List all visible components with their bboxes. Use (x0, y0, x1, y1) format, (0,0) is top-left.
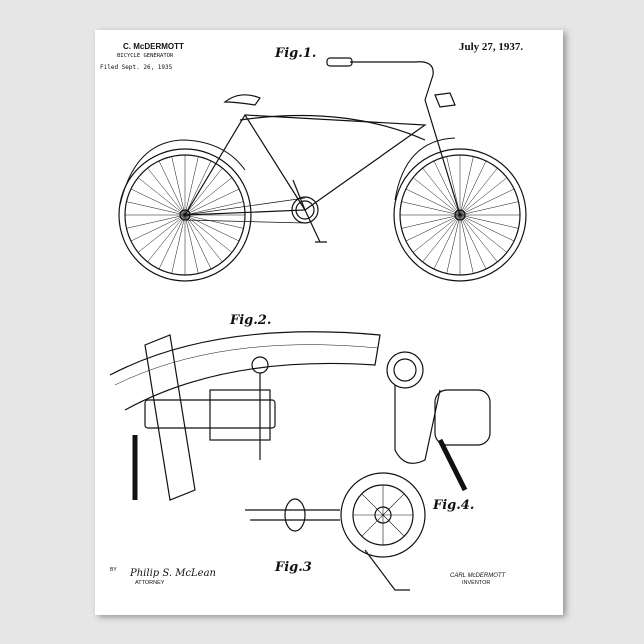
fig4-drawing (387, 352, 490, 490)
spoke (434, 215, 460, 269)
spoke (406, 215, 460, 241)
inventor-label: INVENTOR (462, 580, 490, 586)
fig2-drawing (110, 332, 380, 500)
spoke (185, 161, 211, 215)
spoke (460, 189, 514, 215)
bicycle-drawing (119, 58, 526, 281)
patent-drawings (95, 30, 563, 615)
spoke (131, 215, 185, 241)
fig3-drawing (245, 473, 425, 590)
inventor-signature: CARL McDERMOTT (450, 573, 505, 579)
by-label: BY (110, 567, 117, 573)
attorney-signature: Philip S. McLean (130, 568, 216, 579)
patent-poster: C. McDERMOTT BICYCLE GENERATOR Filed Sep… (95, 30, 563, 615)
spoke (460, 215, 514, 241)
spoke (460, 215, 486, 269)
spoke (434, 161, 460, 215)
spoke (131, 189, 185, 215)
spoke (362, 515, 383, 536)
attorney-label: ATTORNEY (135, 580, 164, 586)
spoke (460, 161, 486, 215)
spoke (406, 189, 460, 215)
spoke (383, 515, 404, 536)
spoke (185, 215, 239, 241)
spoke (383, 494, 404, 515)
spoke (159, 161, 185, 215)
spoke (185, 215, 211, 269)
spoke (159, 215, 185, 269)
spoke (362, 494, 383, 515)
